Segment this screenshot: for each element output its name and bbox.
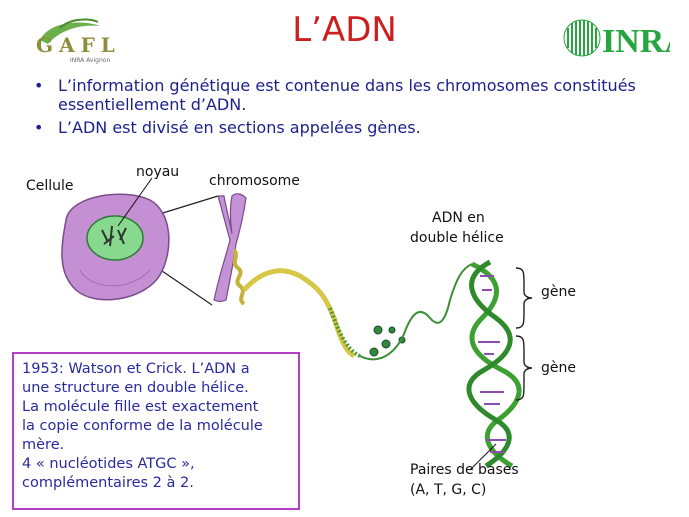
info-line: 4 « nucléotides ATGC », [22, 456, 195, 472]
cell-highlight [79, 269, 151, 287]
base-pairs [478, 275, 506, 453]
label-adn-line1: ADN en [432, 210, 485, 226]
gafl-logo-text: GAFL [36, 33, 121, 57]
chromatin-coil [232, 248, 246, 306]
inra-logo: INRA [563, 19, 670, 60]
label-paires-line1: Paires de bases [410, 462, 519, 478]
info-line: mère. [22, 437, 65, 453]
paires-pointer [469, 443, 497, 471]
dna-diagram [61, 177, 533, 471]
bullet-list: • L’information génétique est contenue da… [30, 76, 670, 141]
chromatin-fiber [242, 268, 356, 359]
chromosome-shape [213, 193, 247, 303]
bullet-text: L’ADN est divisé en sections appelées gè… [58, 118, 421, 137]
nucleus-chromosomes [101, 225, 127, 247]
label-chromosome: chromosome [209, 173, 300, 189]
nucleus-shape [86, 215, 144, 261]
helix-strand-a [469, 261, 522, 469]
info-line: une structure en double hélice. [22, 380, 249, 396]
label-gene-1: gène [541, 284, 576, 300]
bullet-item: • L’ADN est divisé en sections appelées g… [30, 118, 670, 137]
label-paires-line2: (A, T, G, C) [410, 482, 487, 498]
bullet-dot-icon: • [34, 118, 44, 137]
leaf-icon [40, 22, 100, 44]
gene-brace-1 [515, 267, 533, 329]
info-line: complémentaires 2 à 2. [22, 475, 194, 491]
leaf-icon [59, 18, 99, 29]
label-adn-line2: double hélice [410, 230, 504, 246]
info-line: 1953: Watson et Crick. L’ADN a [22, 361, 250, 377]
inra-logo-text: INRA [602, 23, 670, 60]
nucleosome-beads [369, 325, 406, 357]
helix-strand-b [466, 259, 513, 469]
bullet-item: • L’information génétique est contenue da… [30, 76, 670, 114]
chromatin-fiber-green [328, 307, 361, 358]
label-noyau: noyau [136, 164, 180, 180]
label-cellule: Cellule [26, 178, 74, 194]
bullet-dot-icon: • [34, 76, 44, 95]
gene-brace-2 [515, 335, 533, 401]
gafl-logo-subtext: INRA Avignon [70, 57, 110, 64]
info-line: la copie conforme de la molécule [22, 418, 263, 434]
info-line: La molécule fille est exactement [22, 399, 259, 415]
page-title: L’ADN [292, 10, 397, 50]
dna-strand-thin [359, 263, 473, 361]
inra-globe-icon [563, 19, 601, 57]
noyau-pointer [117, 177, 153, 227]
info-box: 1953: Watson et Crick. L’ADN a une struc… [12, 352, 300, 510]
bullet-text: L’information génétique est contenue dan… [58, 76, 636, 114]
label-gene-2: gène [541, 360, 576, 376]
gafl-logo: GAFL INRA Avignon [36, 18, 121, 64]
